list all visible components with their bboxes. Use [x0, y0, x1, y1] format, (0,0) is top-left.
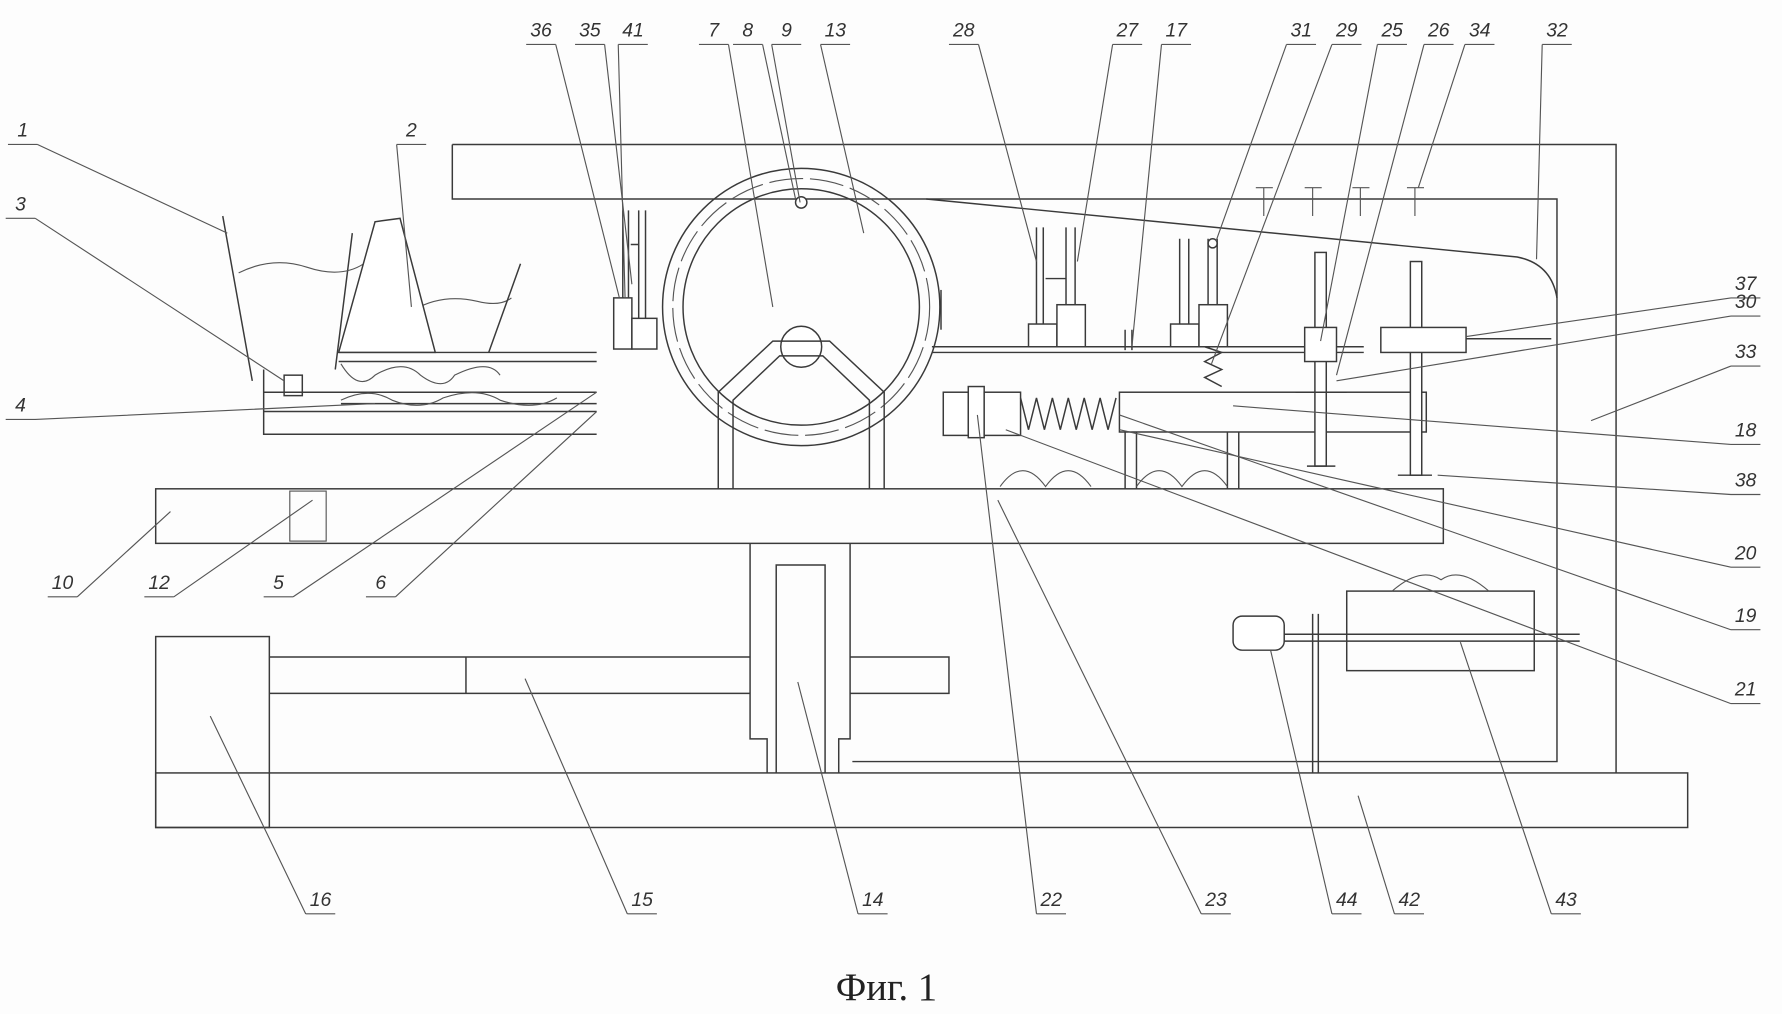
part-label-42: 42 [1398, 890, 1420, 911]
part-label-25: 25 [1380, 20, 1403, 41]
leader-line-32 [1537, 44, 1572, 259]
tray-4-5-6 [264, 369, 597, 434]
leader-line-7 [699, 44, 773, 307]
insert-12 [290, 491, 326, 541]
cone-2 [339, 218, 436, 352]
part-label-31: 31 [1291, 20, 1312, 41]
base-42 [156, 773, 1688, 828]
part-label-7: 7 [708, 20, 720, 41]
leader-line-28 [949, 44, 1037, 261]
leader-line-43 [1460, 642, 1580, 914]
part-label-6: 6 [375, 573, 386, 594]
leader-line-8 [733, 44, 796, 199]
part-label-41: 41 [622, 20, 643, 41]
part-label-22: 22 [1040, 890, 1063, 911]
part-label-15: 15 [631, 890, 653, 911]
leader-line-20 [1119, 430, 1760, 568]
leader-line-22 [977, 415, 1066, 914]
part-label-18: 18 [1735, 421, 1757, 442]
leader-line-6 [366, 412, 597, 597]
part-label-17: 17 [1166, 20, 1189, 41]
part-label-32: 32 [1546, 20, 1568, 41]
part-label-27: 27 [1116, 20, 1140, 41]
leader-line-18 [1233, 406, 1760, 445]
gear-37 [1381, 327, 1466, 352]
part-label-3: 3 [15, 194, 26, 215]
leader-line-26 [1337, 44, 1454, 375]
slide-mechanism [932, 330, 1426, 489]
leader-line-25 [1321, 44, 1407, 341]
part-label-23: 23 [1204, 890, 1227, 911]
part-label-35: 35 [579, 20, 601, 41]
part-label-16: 16 [310, 890, 332, 911]
leader-line-14 [798, 682, 888, 914]
part-label-14: 14 [862, 890, 884, 911]
part-label-43: 43 [1555, 890, 1577, 911]
part-label-20: 20 [1734, 543, 1757, 564]
pillar-14 [750, 543, 850, 773]
part-label-36: 36 [530, 20, 552, 41]
table-10 [156, 489, 1444, 544]
leader-line-34 [1418, 44, 1494, 187]
part-label-29: 29 [1335, 20, 1358, 41]
drum-7 [663, 168, 941, 488]
rod-15 [269, 657, 949, 693]
part-label-21: 21 [1734, 680, 1756, 701]
leader-line-23 [998, 500, 1231, 914]
leader-line-31 [1216, 44, 1316, 241]
part-label-34: 34 [1469, 20, 1491, 41]
leader-line-37 [1466, 298, 1760, 337]
part-label-1: 1 [17, 121, 28, 142]
motor-43 [1233, 575, 1580, 773]
leader-line-15 [525, 679, 657, 914]
cylinder-16 [156, 637, 270, 828]
pins-35-36-41 [614, 210, 657, 349]
part-label-5: 5 [273, 573, 284, 594]
leader-line-3 [6, 218, 284, 381]
part-label-33: 33 [1735, 342, 1757, 363]
part-label-4: 4 [15, 396, 26, 417]
leader-line-44 [1271, 650, 1362, 914]
leader-line-36 [526, 44, 619, 297]
part-label-9: 9 [781, 20, 792, 41]
pins-27-28-31 [1029, 227, 1228, 346]
leader-line-27 [1077, 44, 1142, 261]
part-label-30: 30 [1735, 292, 1757, 313]
part-label-12: 12 [148, 573, 170, 594]
part-label-10: 10 [52, 573, 74, 594]
part-label-26: 26 [1427, 20, 1450, 41]
leader-line-38 [1438, 475, 1761, 494]
figure-caption: Фиг. 1 [836, 967, 937, 1009]
part-label-44: 44 [1336, 890, 1358, 911]
part-labels: 1324363541789132827173129252634323730331… [15, 20, 1758, 910]
part-label-19: 19 [1735, 606, 1757, 627]
leader-line-19 [1119, 415, 1760, 630]
leader-line-17 [1132, 44, 1191, 346]
part-label-13: 13 [825, 20, 847, 41]
part-label-8: 8 [742, 20, 753, 41]
part-label-2: 2 [405, 121, 417, 142]
leader-line-5 [264, 392, 597, 597]
leader-line-1 [8, 144, 227, 233]
part-label-28: 28 [952, 20, 975, 41]
leader-line-13 [821, 44, 864, 233]
part-label-38: 38 [1735, 471, 1757, 492]
leader-line-21 [1006, 430, 1761, 704]
leader-line-29 [1211, 44, 1361, 363]
motor-44 [1233, 616, 1284, 650]
hopper-1 [223, 216, 597, 396]
leader-line-16 [210, 716, 335, 914]
